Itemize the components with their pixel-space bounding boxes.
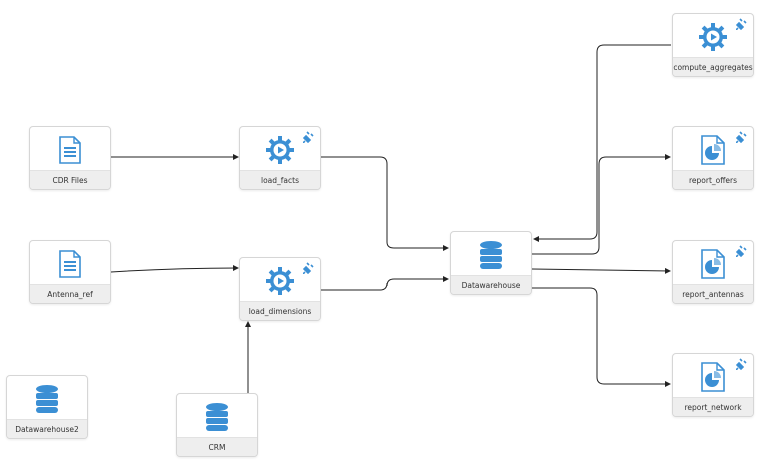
node-label: report_network	[673, 397, 753, 416]
edge-datawarehouse-to-report-offers[interactable]	[532, 154, 671, 255]
plug-icon	[736, 131, 748, 143]
node-label: compute_aggregates	[673, 57, 753, 76]
plug-icon	[736, 358, 748, 370]
edge-load-dimensions-to-datawarehouse[interactable]	[321, 276, 449, 291]
node-report-network[interactable]: report_network	[672, 353, 754, 417]
gear-play-icon	[240, 127, 320, 173]
plug-icon	[736, 245, 748, 257]
gear-play-icon	[240, 258, 320, 304]
database-icon	[7, 376, 87, 422]
plug-icon	[736, 18, 748, 30]
node-label: report_offers	[673, 170, 753, 189]
database-icon	[177, 394, 257, 440]
node-load-dimensions[interactable]: load_dimensions	[239, 257, 321, 321]
edge-datawarehouse-to-report-antennas[interactable]	[531, 267, 671, 274]
edge-antenna-ref-to-load-dimensions[interactable]	[110, 265, 239, 273]
edge-datawarehouse-to-report-network[interactable]	[532, 287, 671, 387]
node-crm[interactable]: CRM	[176, 393, 258, 457]
report-chart-icon	[673, 354, 753, 400]
node-label: report_antennas	[673, 284, 753, 303]
node-label: load_dimensions	[240, 301, 320, 320]
node-label: Datawarehouse2	[7, 419, 87, 438]
report-chart-icon	[673, 127, 753, 173]
node-datawarehouse2[interactable]: Datawarehouse2	[6, 375, 88, 439]
document-icon	[30, 241, 110, 287]
plug-icon	[303, 131, 315, 143]
plug-icon	[303, 262, 315, 274]
node-load-facts[interactable]: load_facts	[239, 126, 321, 190]
gear-play-icon	[673, 14, 753, 60]
node-label: Antenna_ref	[30, 284, 110, 303]
node-label: CDR Files	[30, 170, 110, 189]
node-label: Datawarehouse	[451, 275, 531, 294]
node-label: CRM	[177, 437, 257, 456]
node-datawarehouse[interactable]: Datawarehouse	[450, 231, 532, 295]
node-report-offers[interactable]: report_offers	[672, 126, 754, 190]
edge-compute-aggregates-to-datawarehouse[interactable]	[533, 44, 671, 242]
database-icon	[451, 232, 531, 278]
node-report-antennas[interactable]: report_antennas	[672, 240, 754, 304]
node-label: load_facts	[240, 170, 320, 189]
report-chart-icon	[673, 241, 753, 287]
node-antenna-ref[interactable]: Antenna_ref	[29, 240, 111, 304]
document-icon	[30, 127, 110, 173]
edge-load-facts-to-datawarehouse[interactable]	[321, 156, 449, 251]
node-cdr-files[interactable]: CDR Files	[29, 126, 111, 190]
node-compute-aggregates[interactable]: compute_aggregates	[672, 13, 754, 77]
